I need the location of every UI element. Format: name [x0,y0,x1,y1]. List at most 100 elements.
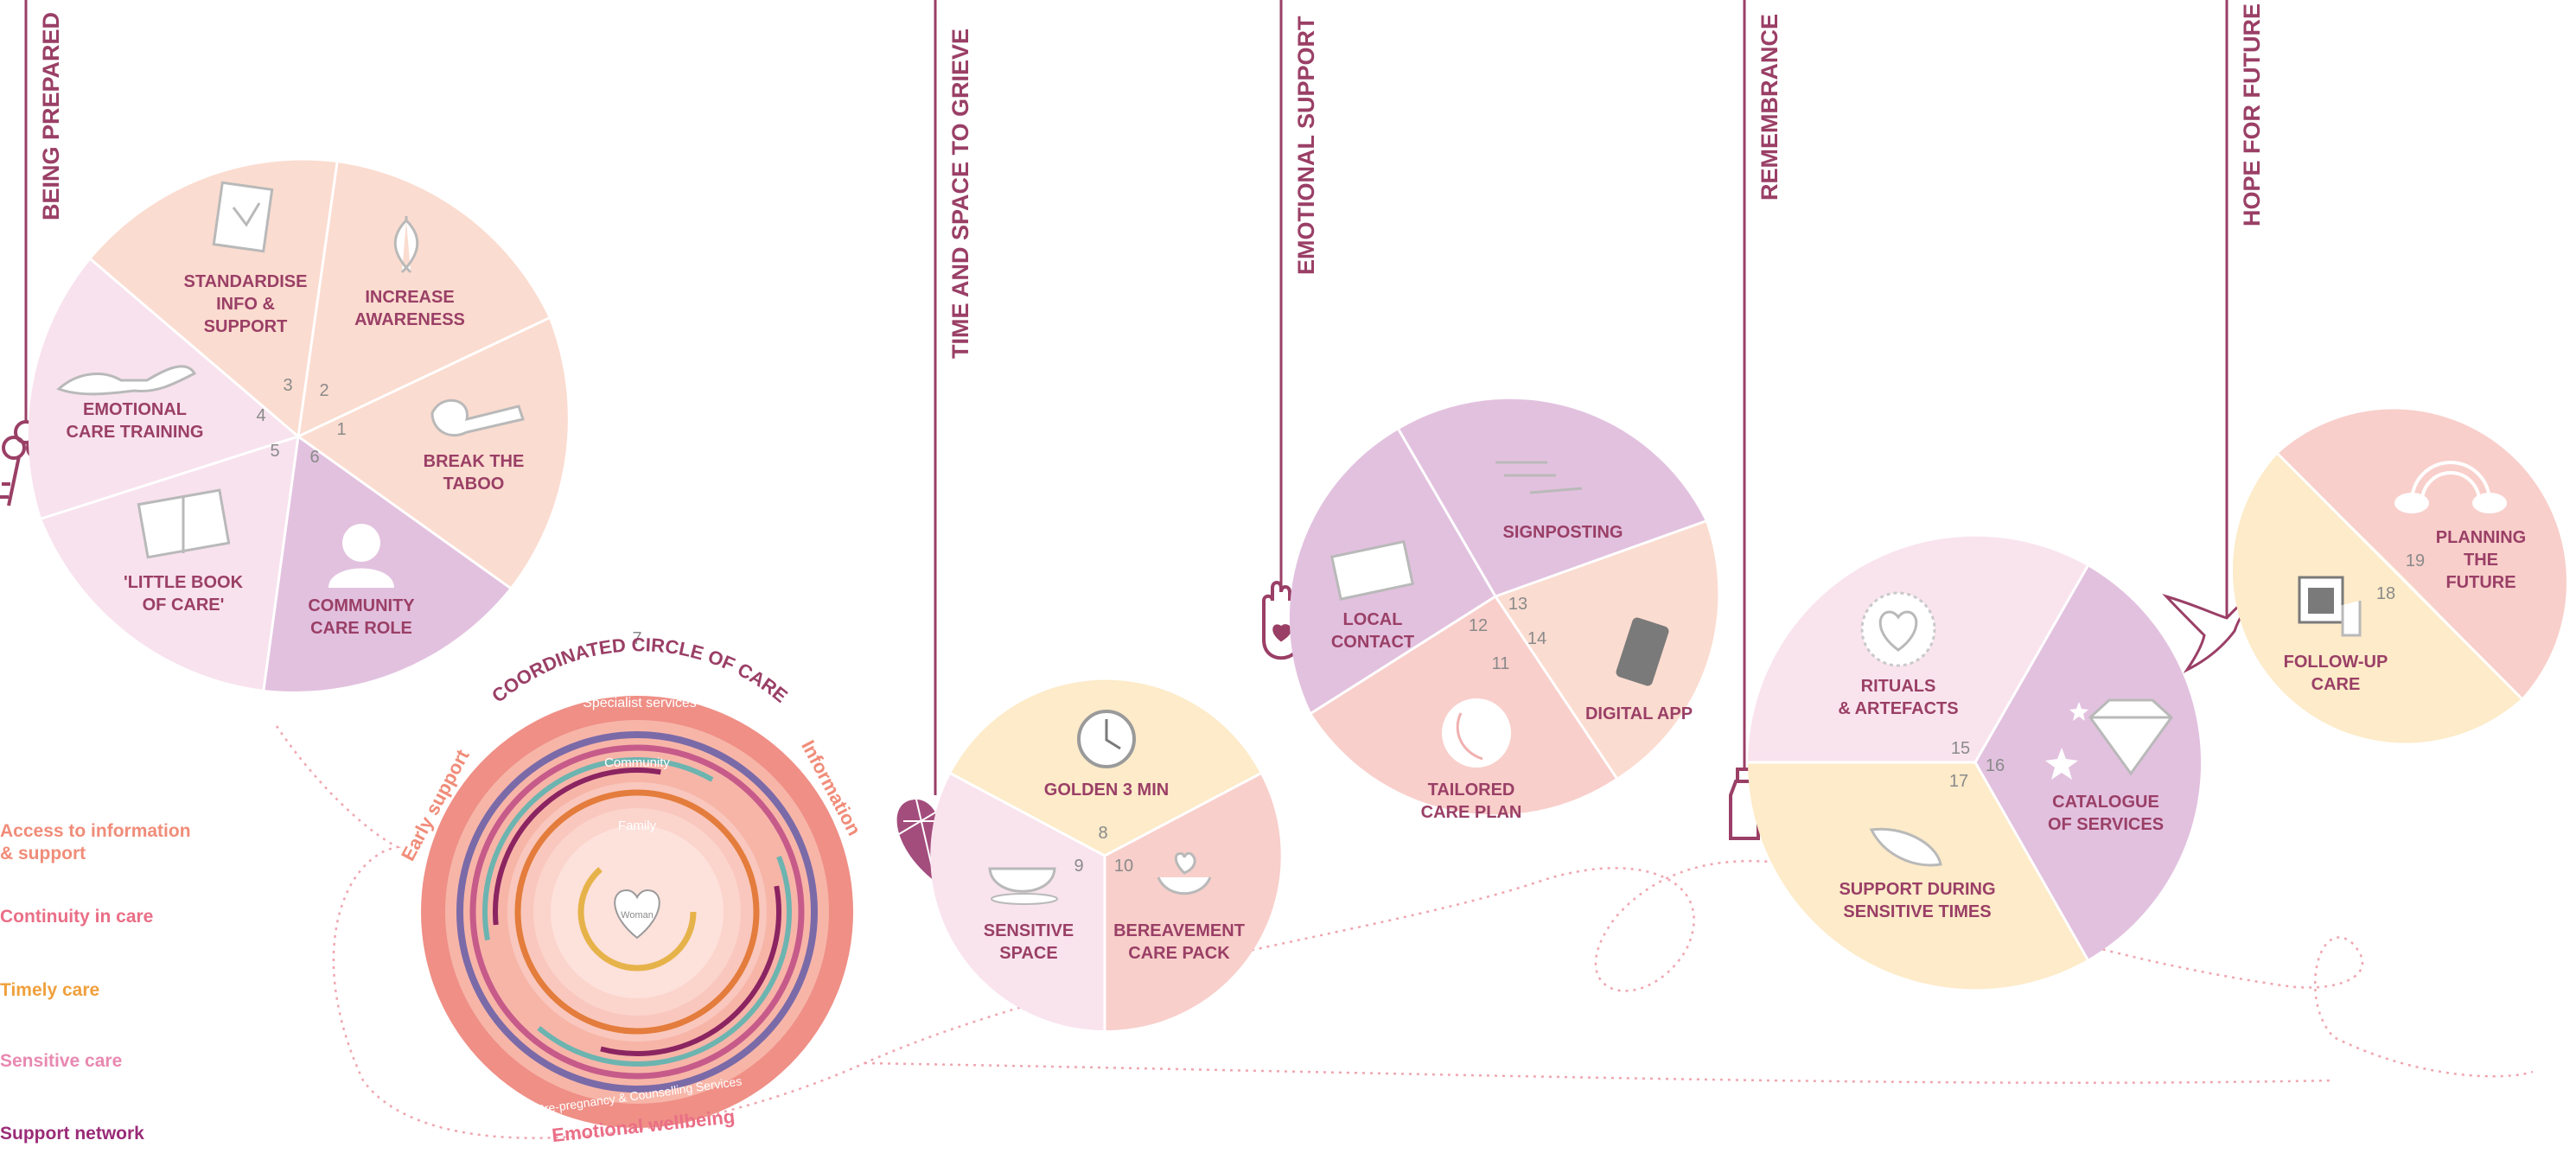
card-icon [1329,539,1415,601]
label-increase-awareness-2: AWARENESS [354,310,465,329]
segment-standardise[interactable] [91,160,337,436]
number-2: 2 [319,381,328,400]
label-standardise-1: STANDARDISE [184,272,308,291]
number-12: 12 [1469,616,1488,635]
number-19: 19 [2406,551,2425,570]
number-6: 6 [309,448,319,467]
journey-dotted-line [275,725,2534,1139]
segment-signposting[interactable] [1399,398,1706,596]
label-sensitive-space-1: SENSITIVE [984,921,1074,940]
theme-title-being-prepared: BEING PREPARED [38,12,64,220]
ring-label-specialist: Specialist services [583,696,697,710]
label-catalogue-1: CATALOGUE [2052,793,2159,812]
label-support-sensitive-1: SUPPORT DURING [1839,880,1995,899]
label-signposting: SIGNPOSTING [1503,523,1623,542]
label-planning-1: PLANNING [2436,528,2526,547]
label-community-care-role-2: CARE ROLE [310,619,412,638]
legend-timely: Timely care [0,980,99,1000]
label-little-book-1: 'LITTLE BOOK [124,573,244,592]
segment-digital-app[interactable] [1495,521,1718,778]
label-follow-up-2: CARE [2311,675,2361,694]
woman-heart-icon [614,889,660,940]
dove-icon [2162,592,2266,673]
segment-bereavement-care-pack[interactable] [1105,774,1281,1031]
legend-sensitive: Sensitive care [0,1051,122,1071]
label-tailored-2: CARE PLAN [1421,803,1522,822]
label-golden-3-min: GOLDEN 3 MIN [1044,781,1169,800]
segment-support-sensitive[interactable] [1748,762,2088,990]
number-8: 8 [1098,824,1107,843]
legend-access-info-1: Access to information [0,821,191,841]
theme-title-remembrance: REMEMBRANCE [1757,14,1782,201]
ring-label-woman: Woman [621,910,654,921]
number-18: 18 [2376,584,2395,603]
number-4: 4 [256,406,265,425]
time-and-space-circle: 8 9 10 GOLDEN 3 MIN SENSITIVE SPACE BERE… [930,679,1281,1031]
number-13: 13 [1508,595,1527,614]
theme-title-time-and-space: TIME AND SPACE TO GRIEVE [947,29,973,359]
label-local-contact-1: LOCAL [1343,610,1403,629]
label-emotional-care-training-2: CARE TRAINING [67,423,204,442]
label-sensitive-space-2: SPACE [999,944,1057,963]
number-16: 16 [1986,756,2005,775]
label-rituals-2: & ARTEFACTS [1838,699,1958,718]
segment-community-care-role[interactable] [264,436,510,691]
number-14: 14 [1527,629,1546,648]
label-little-book-2: OF CARE' [143,596,225,615]
segment-emotional-care-training[interactable] [28,259,298,519]
legend-continuity: Continuity in care [0,907,153,927]
label-local-contact-2: CONTACT [1331,633,1414,652]
number-17: 17 [1949,772,1968,791]
label-catalogue-2: OF SERVICES [2048,815,2164,834]
document-icon [212,181,274,253]
segment-break-the-taboo[interactable] [298,318,568,588]
legend-support-network: Support network [0,1124,144,1144]
remembrance-circle: 15 16 17 RITUALS & ARTEFACTS CATALOGUE O… [1748,536,2202,990]
label-tailored-1: TAILORED [1428,781,1515,800]
coordinated-circle-of-care: 7 Woman Family Community Specialist serv… [397,629,865,1146]
label-emotional-care-training-1: EMOTIONAL [83,400,187,419]
label-bereavement-1: BEREAVEMENT [1113,921,1245,940]
legend: Access to information & support Continui… [0,821,191,1144]
number-10: 10 [1114,857,1133,876]
number-5: 5 [270,442,279,461]
hands-icon [56,365,197,396]
key-illustration-icon [430,398,525,437]
person-icon [328,524,394,588]
label-bereavement-2: CARE PACK [1128,944,1230,963]
segment-increase-awareness[interactable] [298,162,549,436]
theme-title-hope-for-future: HOPE FOR FUTURE [2239,3,2265,226]
legend-access-info-2: & support [0,844,86,863]
label-break-the-taboo-1: BREAK THE [424,452,525,471]
hand-heart-icon [1262,581,1300,660]
label-increase-awareness-1: INCREASE [365,288,454,307]
heart-hands-icon [1157,851,1212,895]
journey-dotted-line-lower [864,1061,2335,1084]
number-1: 1 [336,420,346,439]
feather-icon [1869,827,1942,867]
number-3: 3 [283,376,292,395]
emotional-support-circle: 11 12 13 14 SIGNPOSTING LOCAL CONTACT DI… [1289,398,1718,822]
heart-badge-icon [1860,591,1936,667]
label-planning-3: FUTURE [2445,573,2515,592]
ribbon-icon [393,216,419,274]
label-community-care-role-1: COMMUNITY [308,596,415,615]
segment-little-book[interactable] [41,436,298,690]
label-follow-up-1: FOLLOW-UP [2284,653,2388,672]
phone-icon [1616,617,1669,686]
hope-for-future-circle: 18 19 PLANNING THE FUTURE FOLLOW-UP CARE [2232,409,2567,743]
segment-planning-future[interactable] [2278,409,2567,698]
label-standardise-2: INFO & [216,295,275,314]
being-prepared-circle: 1 2 3 4 5 6 BREAK THE TABOO INCREASE AWA… [28,160,568,691]
label-standardise-3: SUPPORT [204,317,288,336]
label-planning-2: THE [2464,551,2498,570]
segment-follow-up-care[interactable] [2232,454,2522,743]
pointing-hands-icon [1495,461,1583,494]
label-rituals-1: RITUALS [1861,677,1936,696]
cup-icon [988,867,1058,905]
number-7: 7 [632,629,641,648]
ring-label-community: Community [604,755,670,770]
face-icon [1442,698,1511,768]
theme-title-emotional-support: EMOTIONAL SUPPORT [1293,16,1319,275]
